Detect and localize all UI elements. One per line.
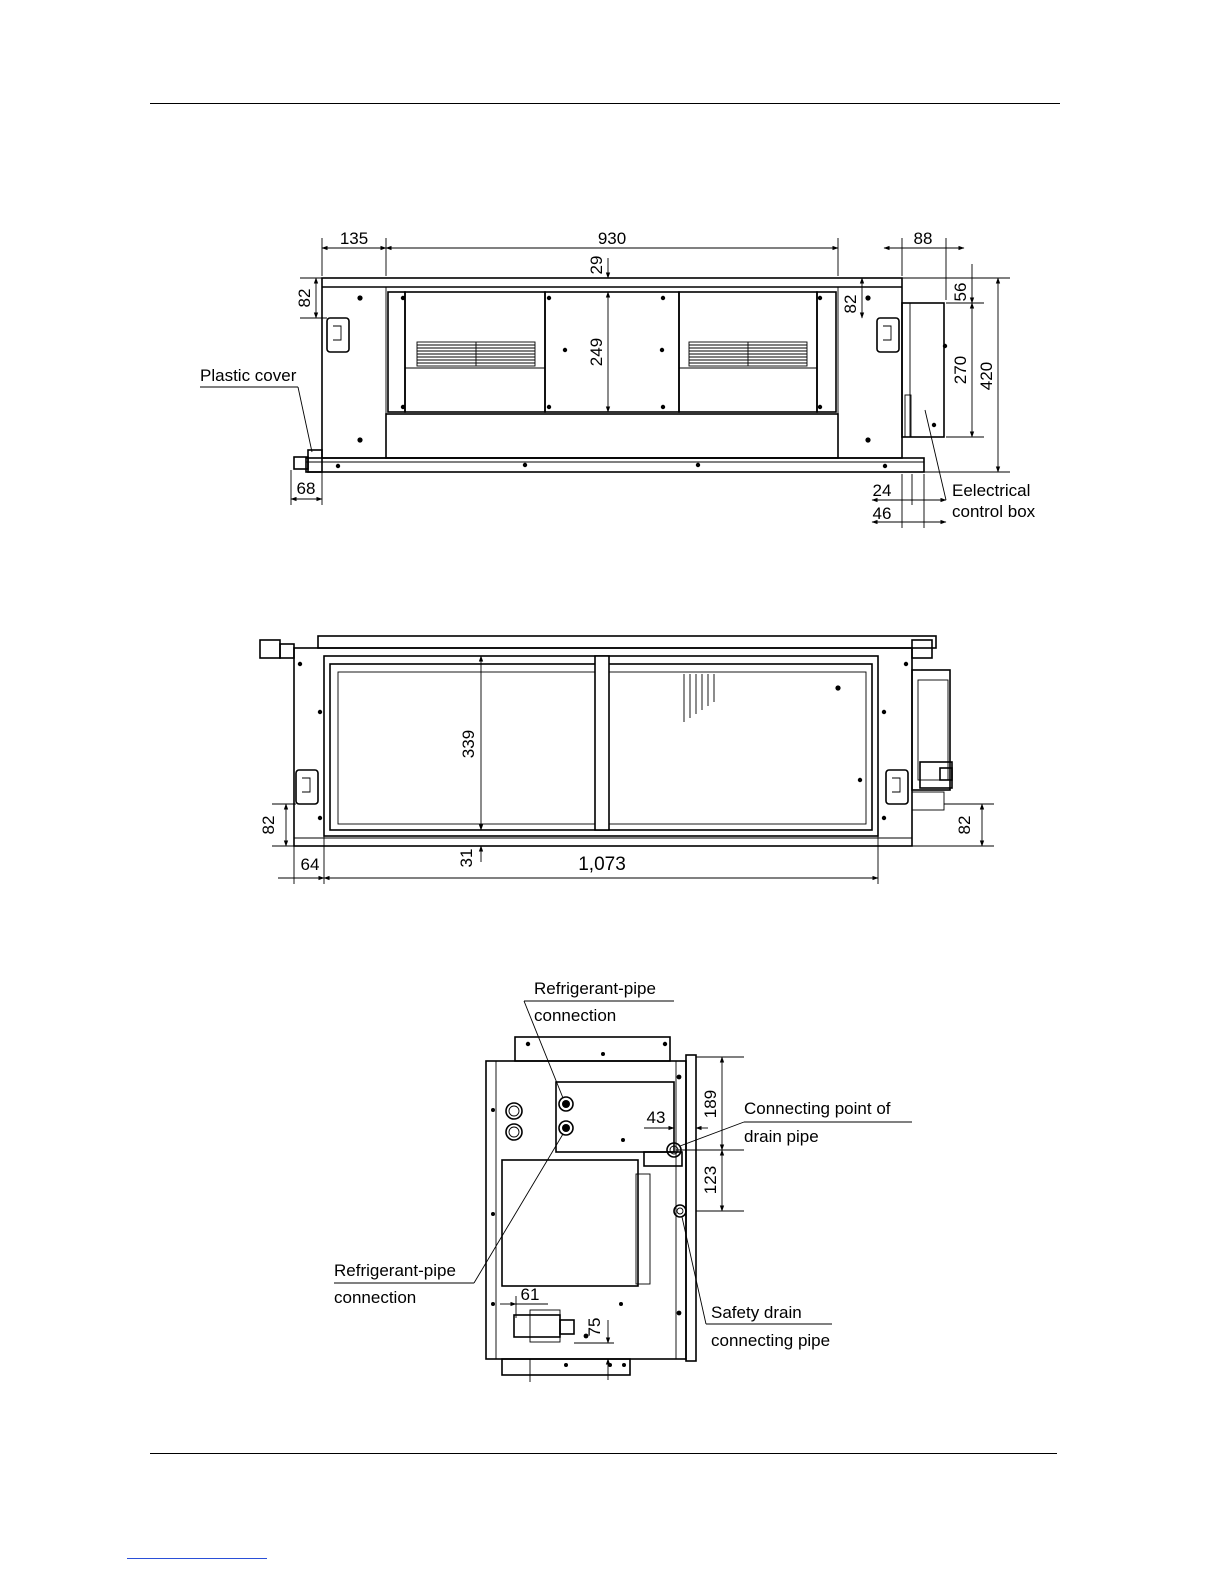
- dim-46: 46: [873, 504, 892, 523]
- top-view-drawing: 339 31 82 82 64 1,073: [259, 636, 994, 884]
- dim-82-right: 82: [841, 295, 860, 314]
- front-view-drawing: 135 930 88 29 249 82 82 56 270 420: [200, 229, 1036, 528]
- dim-31: 31: [457, 849, 476, 868]
- label-ref-pipe-bottom-1: Refrigerant-pipe: [334, 1261, 456, 1280]
- dim-135: 135: [340, 229, 368, 248]
- dim-339: 339: [459, 730, 478, 758]
- label-drain-1: Connecting point of: [744, 1099, 891, 1118]
- dim-24: 24: [873, 481, 892, 500]
- dim-43: 43: [647, 1108, 666, 1127]
- label-drain-2: drain pipe: [744, 1127, 819, 1146]
- label-ref-pipe-bottom-2: connection: [334, 1288, 416, 1307]
- dim-123: 123: [701, 1166, 720, 1194]
- dim-249: 249: [587, 338, 606, 366]
- label-plastic-cover: Plastic cover: [200, 366, 297, 385]
- side-view-drawing: 189 123 43 61 75 Refrigerant-pipe connec…: [334, 979, 912, 1382]
- dim-82-left: 82: [295, 289, 314, 308]
- label-safety-2: connecting pipe: [711, 1331, 830, 1350]
- dim-29: 29: [587, 256, 606, 275]
- dim-420: 420: [977, 362, 996, 390]
- dim-189: 189: [701, 1090, 720, 1118]
- dim-930: 930: [598, 229, 626, 248]
- dim-1073: 1,073: [578, 854, 626, 875]
- label-electrical-2: control box: [952, 502, 1036, 521]
- dim-75: 75: [585, 1318, 604, 1337]
- dim-82-bottom-left: 82: [259, 816, 278, 835]
- dim-82-bottom-right: 82: [955, 816, 974, 835]
- dim-68: 68: [297, 479, 316, 498]
- dim-270: 270: [951, 356, 970, 384]
- label-ref-pipe-top-2: connection: [534, 1006, 616, 1025]
- label-ref-pipe-top-1: Refrigerant-pipe: [534, 979, 656, 998]
- label-electrical-1: Eelectrical: [952, 481, 1030, 500]
- dim-61: 61: [521, 1285, 540, 1304]
- dim-64: 64: [301, 855, 320, 874]
- dim-88: 88: [914, 229, 933, 248]
- label-safety-1: Safety drain: [711, 1303, 802, 1322]
- dim-56: 56: [951, 283, 970, 302]
